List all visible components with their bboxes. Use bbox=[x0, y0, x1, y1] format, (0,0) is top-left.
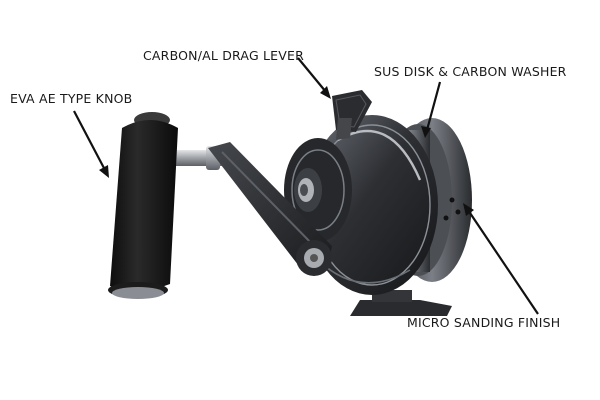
label-knob: EVA AE TYPE KNOB bbox=[10, 91, 133, 106]
label-sus-disk: SUS DISK & CARBON WASHER bbox=[374, 64, 567, 79]
arrow-sus-disk bbox=[425, 81, 442, 131]
arrow-finish bbox=[467, 209, 539, 315]
label-drag-lever: CARBON/AL DRAG LEVER bbox=[143, 48, 305, 63]
frame-hole bbox=[455, 209, 461, 215]
arrow-drag-lever bbox=[297, 57, 327, 93]
label-finish: MICRO SANDING FINISH bbox=[407, 315, 561, 330]
frame-hole bbox=[443, 215, 449, 221]
arrow-knob bbox=[73, 110, 106, 171]
eva-knob bbox=[108, 112, 178, 299]
handle-arm bbox=[208, 142, 332, 276]
arrow-drag-lever-head bbox=[320, 86, 331, 99]
arrow-finish-head bbox=[463, 203, 474, 216]
drag-lever bbox=[332, 90, 372, 140]
annotation-arrows bbox=[73, 57, 539, 315]
frame-hole bbox=[449, 197, 455, 203]
arrow-sus-disk-head bbox=[421, 126, 431, 138]
arrow-knob-head bbox=[99, 165, 109, 178]
